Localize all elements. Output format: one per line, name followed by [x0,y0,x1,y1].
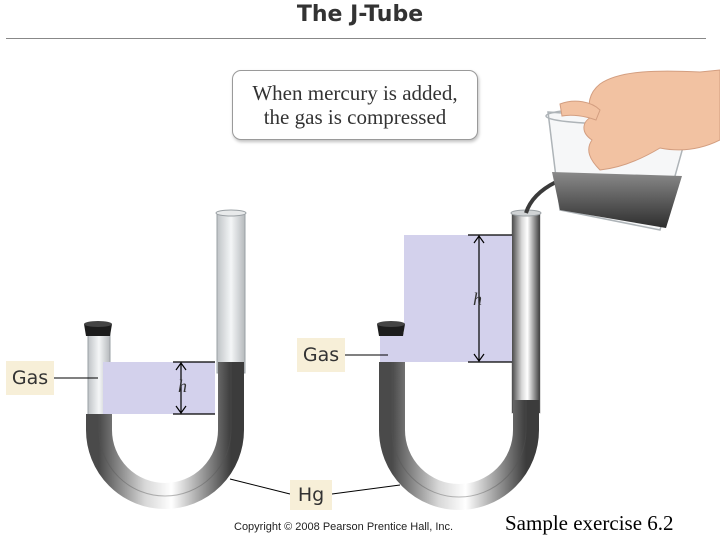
right-j-tube [345,209,542,510]
hg-label: Hg [290,480,332,510]
right-tube-long-arm-mercury [512,213,540,413]
hg-leader-right [331,484,401,495]
callout-line-2: the gas is compressed [263,105,447,129]
h-label-left: h [178,376,187,396]
copyright-text: Copyright © 2008 Pearson Prentice Hall, … [234,521,454,533]
callout-line-1: When mercury is added, [252,81,458,105]
left-stopper [84,324,112,336]
callout-box: When mercury is added, the gas is compre… [232,70,478,140]
page-title: The J-Tube [296,2,424,27]
left-j-tube [54,209,247,509]
right-stopper [377,324,405,336]
right-gas-region [404,235,512,362]
mercury-pour-stream [524,180,557,214]
right-mercury-u [379,362,539,510]
left-tube-rim [215,209,247,217]
h-label-right: h [473,289,482,309]
sample-exercise-caption: Sample exercise 6.2 [505,511,674,535]
left-tube-long-arm-glass [216,212,246,374]
left-mercury-u [86,362,244,509]
gas-label-left: Gas [6,361,54,395]
hg-leader-left [229,478,291,495]
left-gas-region [103,362,215,414]
beaker-mercury [552,172,682,228]
title-divider [6,38,706,39]
hand-thumb [559,100,601,121]
gas-label-right: Gas [297,338,345,372]
pouring-hand [559,69,720,171]
